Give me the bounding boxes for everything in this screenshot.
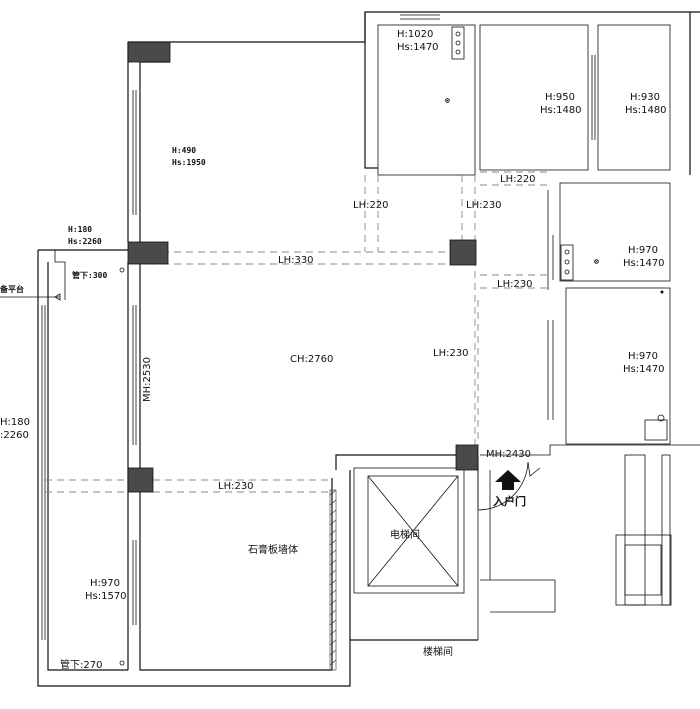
stairs-label: 楼梯间 — [423, 645, 453, 658]
columns — [127, 41, 479, 493]
window-room-d-h: H:970 — [628, 351, 658, 362]
beam-label-230-right: LH:230 — [497, 279, 533, 290]
left-windows — [41, 90, 137, 640]
window-room-a-h: H:950 — [545, 92, 575, 103]
window-far-left-h: H:180 — [0, 417, 30, 428]
room-a — [479, 24, 596, 171]
svg-text:⊗: ⊗ — [445, 96, 450, 105]
pipe-lower-label: 管下:270 — [60, 658, 102, 671]
column-mid-right — [449, 239, 477, 266]
window-room-top-hs: Hs:1470 — [397, 42, 439, 53]
window-mid-left-hs: Hs:2260 — [68, 237, 102, 246]
window-top-left-h: H:490 — [172, 146, 196, 155]
beam-label-230-vertical: LH:230 — [433, 348, 469, 359]
wall-height-label: MH:2530 — [142, 357, 153, 402]
room-b — [597, 12, 691, 175]
beam-label-230-top: LH:230 — [466, 200, 502, 211]
ceiling-height-label: CH:2760 — [290, 354, 333, 365]
entrance-door — [477, 455, 541, 511]
beam-label-230-bottom: LH:230 — [218, 481, 254, 492]
gypsum-wall — [329, 489, 337, 671]
column-lower-left — [127, 467, 154, 493]
window-room-b-h: H:930 — [630, 92, 660, 103]
entrance-arrow-icon — [495, 470, 521, 490]
pipe-upper-label: 管下:300 — [72, 270, 107, 280]
platform-label: 备平台 — [0, 284, 24, 294]
entrance-label: 入户门 — [493, 494, 526, 508]
balcony-platform — [0, 250, 125, 666]
window-room-a-hs: Hs:1480 — [540, 105, 582, 116]
door-height-label: MH:2430 — [486, 449, 531, 460]
room-d — [547, 287, 671, 445]
window-mid-left-h: H:180 — [68, 225, 92, 234]
bedroom-top: ⊗ — [364, 12, 476, 176]
beam-label-220-right: LH:220 — [500, 174, 536, 185]
window-room-b-hs: Hs:1480 — [625, 105, 667, 116]
beam-label-220-left: LH:220 — [353, 200, 389, 211]
beam-label-330: LH:330 — [278, 255, 314, 266]
column-mid-left — [127, 241, 169, 265]
window-bottom-left-h: H:970 — [90, 578, 120, 589]
window-room-c-h: H:970 — [628, 245, 658, 256]
exterior-walls — [37, 11, 700, 687]
window-room-c-hs: Hs:1470 — [623, 258, 665, 269]
elevator-label: 电梯间 — [390, 528, 420, 541]
room-c: ⊗ — [547, 182, 671, 290]
window-room-top-h: H:1020 — [397, 29, 433, 40]
window-top-left-hs: Hs:1950 — [172, 158, 206, 167]
gypsum-wall-label: 石膏板墙体 — [248, 543, 298, 556]
beams — [45, 171, 548, 493]
window-far-left-hs: :2260 — [0, 430, 29, 441]
elevator-shaft — [353, 467, 465, 594]
window-room-d-hs: Hs:1470 — [623, 364, 665, 375]
column-top-left — [127, 41, 171, 63]
svg-text:⊗: ⊗ — [594, 257, 599, 266]
window-bottom-left-hs: Hs:1570 — [85, 591, 127, 602]
column-door — [455, 444, 479, 471]
